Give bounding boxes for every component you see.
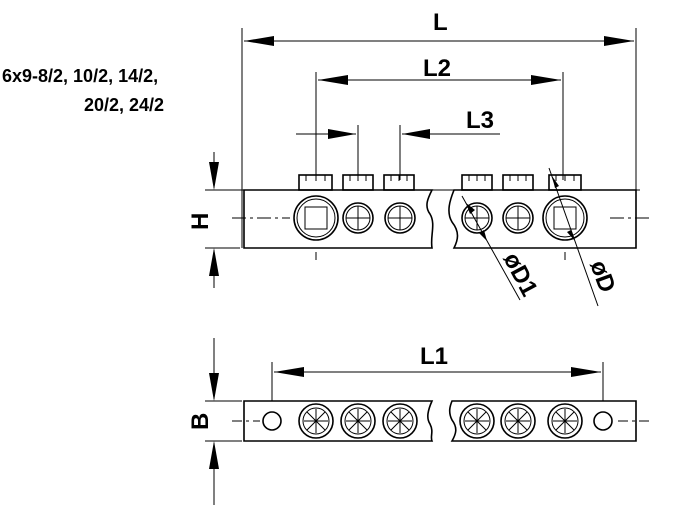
- dim-label-L1: L1: [420, 343, 448, 370]
- dim-label-D1: øD1: [498, 248, 543, 301]
- plan-bar-left: [243, 400, 434, 442]
- dim-label-L: L: [433, 9, 448, 36]
- dimension-L3: L3: [296, 107, 500, 180]
- plan-view: B L1: [187, 338, 652, 505]
- dimension-L: L: [244, 9, 634, 46]
- front-view: L L2 L3 H: [187, 9, 652, 307]
- model-sizes-line-1: 6x9-8/2, 10/2, 14/2,: [2, 66, 159, 86]
- screw-tops: [298, 403, 583, 439]
- dim-label-L3: L3: [466, 107, 494, 134]
- model-sizes-line-2: 20/2, 24/2: [84, 95, 165, 115]
- terminal-holes-front: [293, 195, 588, 241]
- dimension-L1: L1: [271, 343, 604, 410]
- dim-label-H: H: [187, 213, 214, 230]
- dimension-L2: L2: [315, 55, 564, 180]
- mounting-hole-right: [593, 411, 613, 431]
- plan-bar-right: [448, 400, 637, 442]
- dim-label-D: øD: [584, 257, 620, 296]
- dim-label-B: B: [187, 413, 214, 430]
- screw-heads: [298, 174, 582, 191]
- dimension-B: B: [187, 338, 242, 505]
- mounting-hole-left: [262, 411, 282, 431]
- dim-label-L2: L2: [423, 55, 451, 82]
